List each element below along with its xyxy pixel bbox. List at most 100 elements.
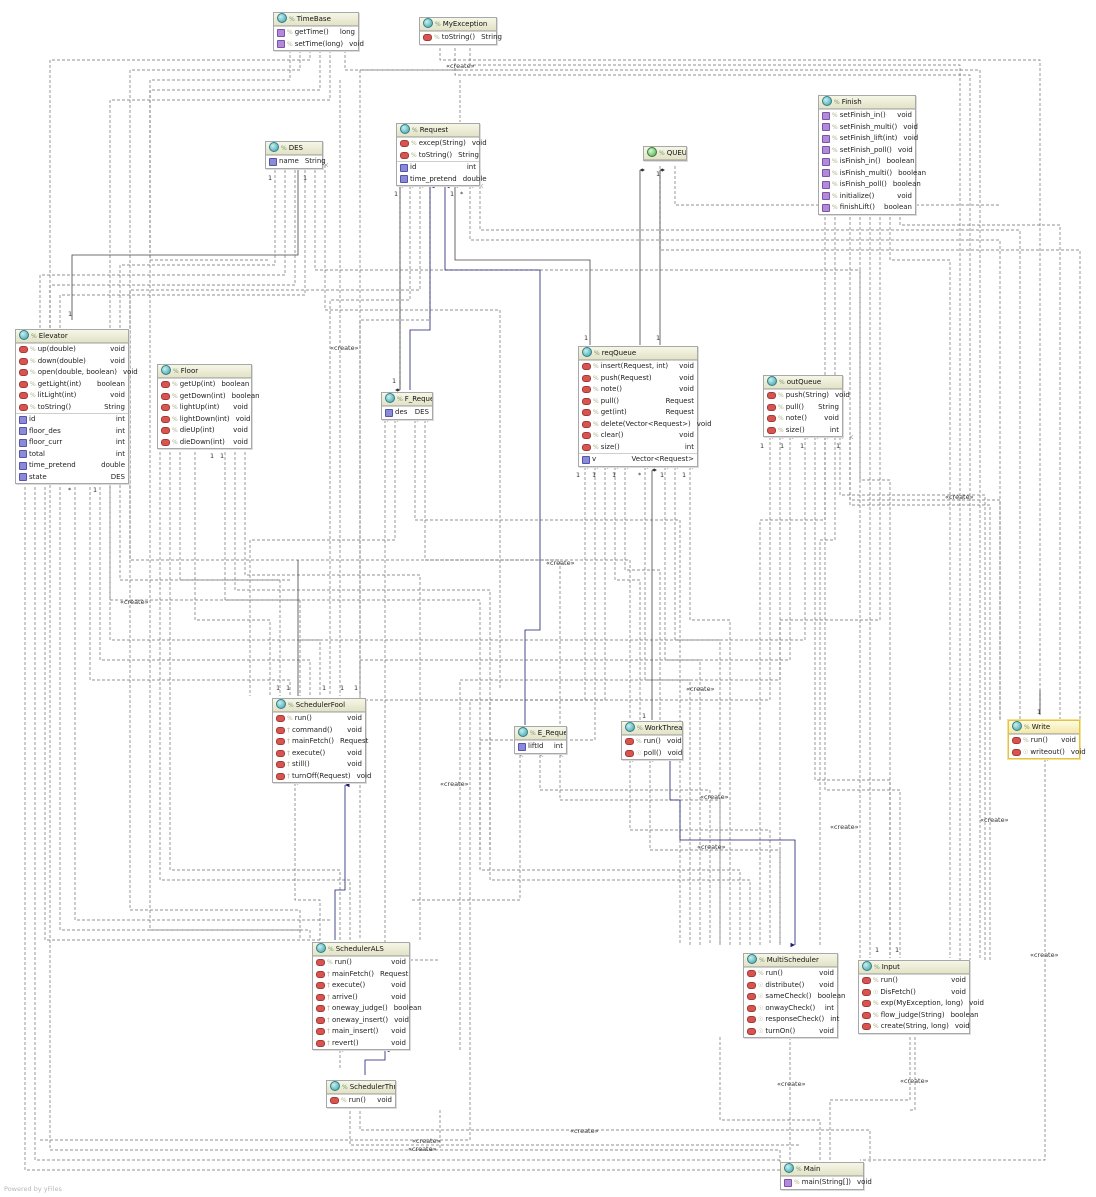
class-myexception[interactable]: %MyException %toString()String xyxy=(419,17,502,45)
member-row[interactable]: †arrive()void xyxy=(313,992,409,1004)
member-row[interactable]: %delete(Vector<Request>)void xyxy=(579,419,712,431)
class-reqqueue[interactable]: %reqQueue %insert(Request, int)void %pus… xyxy=(578,346,712,467)
member-row[interactable]: ☉sameCheck()boolean xyxy=(744,991,845,1003)
member-row[interactable]: %push(String)void xyxy=(764,390,850,402)
member-row[interactable]: %pull()String xyxy=(764,402,842,414)
member-row[interactable]: %getTime()long xyxy=(274,27,358,39)
member-row[interactable]: %run()void xyxy=(744,968,837,980)
member-row[interactable]: %run()void xyxy=(859,975,969,987)
member-row[interactable]: %initialize()void xyxy=(819,191,915,203)
member-row[interactable]: %push(Request)void xyxy=(579,373,697,385)
member-row[interactable]: †oneway_insert()void xyxy=(313,1015,409,1027)
member-row[interactable]: %create(String, long)void xyxy=(859,1021,970,1033)
member-row[interactable]: %size()int xyxy=(764,425,842,437)
member-row[interactable]: ☉distribute()void xyxy=(744,980,837,992)
member-row[interactable]: %up(double)void xyxy=(16,344,128,356)
class-floor[interactable]: %Floor %getUp(int)boolean %getDown(int)b… xyxy=(157,364,260,449)
member-row[interactable]: %toString()String xyxy=(420,32,502,44)
member-row[interactable]: %setFinish_lift(int)void xyxy=(819,133,918,145)
member-row[interactable]: %excep(String)void xyxy=(397,138,487,150)
member-row[interactable]: %setFinish_multi()void xyxy=(819,122,918,134)
member-row[interactable]: %note()void xyxy=(579,384,697,396)
member-row[interactable]: %open(double, boolean)void xyxy=(16,367,138,379)
member-row[interactable]: %get(int)Request xyxy=(579,407,697,419)
member-row[interactable]: †mainFetch()Request xyxy=(273,736,368,748)
member-row[interactable]: ☉poll()void xyxy=(622,748,682,760)
member-row[interactable]: †mainFetch()Request xyxy=(313,969,409,981)
member-row[interactable]: †revert()void xyxy=(313,1038,409,1050)
member-row[interactable]: %getUp(int)boolean xyxy=(158,379,251,391)
member-row[interactable]: †turnOff(Request)void xyxy=(273,771,371,783)
member-row[interactable]: %lightUp(int)void xyxy=(158,402,251,414)
member-row[interactable]: †main_insert()void xyxy=(313,1026,409,1038)
member-row[interactable]: %getLight(int)boolean xyxy=(16,379,128,391)
member-row[interactable]: %run()void xyxy=(327,1095,395,1107)
class-write[interactable]: %Write %run()void ☉writeout()void xyxy=(1008,720,1086,759)
member-row[interactable]: %isFinish_poll()boolean xyxy=(819,179,921,191)
member-row[interactable]: %exp(MyException, long)void xyxy=(859,998,984,1010)
member-row[interactable]: %finishLift()boolean xyxy=(819,202,915,214)
member-row[interactable]: †still()void xyxy=(273,759,365,771)
member-row[interactable]: %flow_judge(String)boolean xyxy=(859,1010,979,1022)
member-row[interactable]: ☉DisFetch()void xyxy=(859,987,969,999)
member-row[interactable]: %setTime(long)void xyxy=(274,39,364,51)
member-row[interactable]: %dieUp(int)void xyxy=(158,425,251,437)
class-schedulerfool[interactable]: %SchedulerFool %run()void †command()void… xyxy=(272,698,371,783)
class-request[interactable]: %Request %excep(String)void %toString()S… xyxy=(396,123,487,186)
member-row[interactable]: ☉turnOn()void xyxy=(744,1026,837,1038)
member-row[interactable]: %litLight(int)void xyxy=(16,390,128,402)
member-row[interactable]: %insert(Request, int)void xyxy=(579,361,697,373)
member-row[interactable]: ☉onwayCheck()int xyxy=(744,1003,837,1015)
member-row[interactable]: %toString()String xyxy=(16,402,128,414)
member-row[interactable]: %lightDown(int)void xyxy=(158,414,251,426)
class-elevator[interactable]: %Elevator %up(double)void %down(double)v… xyxy=(15,329,138,484)
member-row[interactable]: †execute()void xyxy=(273,748,365,760)
member-row[interactable]: %toString()String xyxy=(397,150,479,162)
class-multischeduler[interactable]: %MultiScheduler %run()void ☉distribute()… xyxy=(743,953,845,1038)
class-main[interactable]: %Main %main(String[])void xyxy=(780,1162,872,1190)
member-row[interactable]: ☉writeout()void xyxy=(1009,747,1086,759)
class-schedulerals[interactable]: %SchedulerALS %run()void †mainFetch()Req… xyxy=(312,942,422,1050)
member-row[interactable]: %down(double)void xyxy=(16,356,128,368)
member-row[interactable]: %main(String[])void xyxy=(781,1177,872,1189)
class-finish[interactable]: %Finish %setFinish_in()void %setFinish_m… xyxy=(818,95,926,215)
member-row[interactable]: %run()void xyxy=(313,957,409,969)
interface-queue[interactable]: %QUEUE xyxy=(643,146,687,161)
member-row[interactable]: †oneway_judge()boolean xyxy=(313,1003,422,1015)
member-row[interactable]: †execute()void xyxy=(313,980,409,992)
member-row[interactable]: %getDown(int)boolean xyxy=(158,391,260,403)
class-workthread[interactable]: %WorkThread %run()void ☉poll()void xyxy=(621,721,683,760)
class-timebase[interactable]: %TimeBase %getTime()long %setTime(long)v… xyxy=(273,12,364,51)
member-row[interactable]: %isFinish_multi()boolean xyxy=(819,168,926,180)
member-row[interactable]: †command()void xyxy=(273,725,365,737)
member-row[interactable]: %pull()Request xyxy=(579,396,697,408)
class-schedulerthread[interactable]: %SchedulerThread %run()void xyxy=(326,1080,396,1108)
member-row[interactable]: %note()void xyxy=(764,413,842,425)
member-row[interactable]: %dieDown(int)void xyxy=(158,437,251,449)
member-row[interactable]: %setFinish_poll()void xyxy=(819,145,915,157)
member-row[interactable]: %size()int xyxy=(579,442,697,454)
member-row[interactable]: %isFinish_in()boolean xyxy=(819,156,915,168)
class-outqueue[interactable]: %outQueue %push(String)void %pull()Strin… xyxy=(763,375,850,437)
member-row[interactable]: %run()void xyxy=(273,713,365,725)
member-row[interactable]: ☉responseCheck()int xyxy=(744,1014,839,1026)
member-row[interactable]: %run()void xyxy=(1009,735,1079,747)
class-input[interactable]: %Input %run()void ☉DisFetch()void %exp(M… xyxy=(858,960,984,1034)
member-row[interactable]: %run()void xyxy=(622,736,682,748)
member-row[interactable]: %setFinish_in()void xyxy=(819,110,915,122)
